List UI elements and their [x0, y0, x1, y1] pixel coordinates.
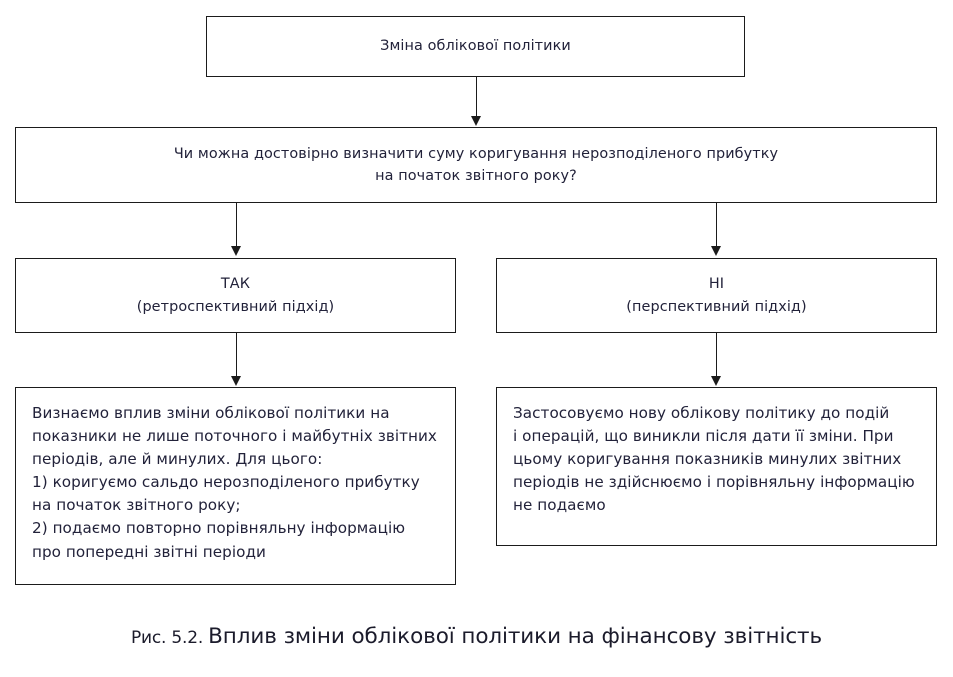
- connector-line: [715, 333, 717, 377]
- node-yes-retrospective-label: ТАК (ретроспективний підхід): [136, 276, 335, 315]
- connector-line: [475, 77, 477, 117]
- node-yes-retrospective: ТАК (ретроспективний підхід): [15, 258, 456, 333]
- node-reliable-determination-question-label: Чи можна достовірно визначити суму кориг…: [173, 145, 779, 184]
- arrow-head-icon: [710, 376, 721, 386]
- figure-caption: Рис. 5.2. Вплив зміни облікової політики…: [0, 624, 953, 649]
- node-prospective-actions: Застосовуємо нову облікову політику до п…: [496, 387, 937, 546]
- node-no-prospective: НІ (перспективний підхід): [496, 258, 937, 333]
- connector-line: [235, 333, 237, 377]
- node-change-of-accounting-policy: Зміна облікової політики: [206, 16, 745, 77]
- arrow-head-icon: [230, 246, 241, 256]
- node-no-prospective-label: НІ (перспективний підхід): [626, 276, 807, 315]
- arrow-head-icon: [710, 246, 721, 256]
- arrow-head-icon: [230, 376, 241, 386]
- connector-line: [715, 203, 717, 247]
- node-prospective-actions-label: Застосовуємо нову облікову політику до п…: [513, 404, 915, 515]
- node-retrospective-actions: Визнаємо вплив зміни облікової політики …: [15, 387, 456, 585]
- figure-caption-number: Рис. 5.2.: [130, 628, 204, 648]
- node-reliable-determination-question: Чи можна достовірно визначити суму кориг…: [15, 127, 937, 203]
- connector-line: [235, 203, 237, 247]
- arrow-head-icon: [470, 116, 481, 126]
- figure-caption-title: Вплив зміни облікової політики на фінанс…: [208, 624, 823, 649]
- node-change-of-accounting-policy-label: Зміна облікової політики: [380, 38, 571, 55]
- node-retrospective-actions-label: Визнаємо вплив зміни облікової політики …: [32, 404, 437, 561]
